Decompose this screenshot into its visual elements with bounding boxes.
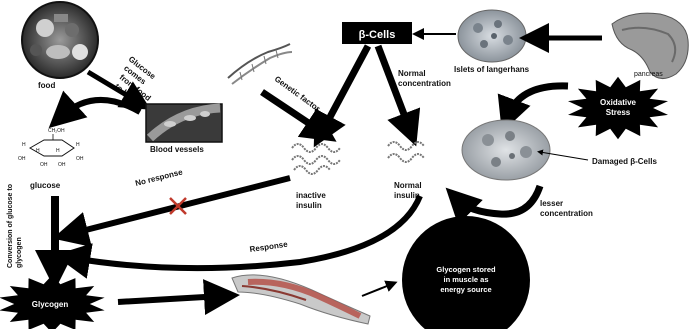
svg-text:OH: OH bbox=[58, 162, 66, 168]
damaged-cells-image bbox=[462, 120, 550, 180]
islets-image bbox=[458, 10, 526, 62]
oxidative-stress-line2: Stress bbox=[606, 108, 631, 117]
svg-text:Conversion of glucose to: Conversion of glucose to bbox=[7, 184, 14, 268]
glucose-label: glucose bbox=[30, 181, 61, 190]
arrow-islets-to-damaged bbox=[508, 86, 568, 116]
inactive-insulin-line2: insulin bbox=[296, 201, 322, 210]
pancreas-image bbox=[612, 13, 688, 78]
svg-text:H: H bbox=[56, 148, 60, 154]
glycogen-label: Glycogen bbox=[32, 300, 69, 309]
normal-concentration-line2: concentration bbox=[398, 79, 451, 88]
svg-text:H: H bbox=[22, 142, 26, 148]
oxidative-stress-line1: Oxidative bbox=[600, 98, 637, 107]
glycogen-stored-line1: Glycogen stored bbox=[436, 265, 496, 274]
svg-text:H: H bbox=[76, 142, 80, 148]
inactive-insulin-image bbox=[292, 144, 340, 174]
food-label: food bbox=[38, 81, 55, 90]
arrow-glycogen-to-muscle bbox=[118, 296, 222, 302]
arrow-genetic-to-inactive-insulin bbox=[262, 92, 322, 132]
glucose-structure: CH₂OH H OH H OH H OH H OH bbox=[18, 128, 84, 168]
lesser-concentration-line1: lesser bbox=[540, 199, 563, 208]
arrow-no-response bbox=[70, 178, 290, 234]
lesser-concentration-line2: concentration bbox=[540, 209, 593, 218]
normal-insulin-line1: Normal bbox=[394, 181, 422, 190]
response-label: Response bbox=[249, 240, 289, 254]
svg-text:CH₂OH: CH₂OH bbox=[48, 128, 65, 134]
no-response-label: No response bbox=[134, 167, 184, 188]
inactive-insulin-line1: inactive bbox=[296, 191, 326, 200]
svg-text:OH: OH bbox=[76, 156, 84, 162]
food-image bbox=[22, 2, 98, 78]
arrow-muscle-to-storage bbox=[362, 284, 392, 296]
muscle-image bbox=[232, 275, 370, 324]
arrow-response bbox=[72, 196, 420, 268]
svg-text:OH: OH bbox=[40, 162, 48, 168]
normal-concentration-line1: Normal bbox=[398, 69, 426, 78]
blood-vessels-label: Blood vessels bbox=[150, 145, 204, 154]
islets-label: Islets of langerhans bbox=[454, 65, 530, 74]
beta-cells-label: β-Cells bbox=[359, 29, 396, 41]
normal-insulin-image bbox=[388, 142, 424, 162]
svg-text:glycogen: glycogen bbox=[16, 237, 23, 268]
arrow-damaged-to-lesser bbox=[458, 186, 540, 214]
pancreas-label: pancreas bbox=[634, 71, 663, 78]
arrow-beta-to-normal-insulin bbox=[378, 46, 410, 130]
arrow-beta-to-inactive-insulin bbox=[322, 46, 368, 132]
glycogen-stored-line3: energy source bbox=[440, 285, 491, 294]
arrow-blood-to-glucose bbox=[62, 100, 140, 116]
glycogen-stored-line2: in muscle as bbox=[443, 275, 488, 284]
blood-vessel-image bbox=[146, 104, 222, 142]
damaged-beta-cells-label: Damaged β-Cells bbox=[592, 157, 657, 166]
conversion-label: Conversion of glucose to glycogen bbox=[7, 184, 23, 268]
svg-text:H: H bbox=[36, 148, 40, 154]
svg-text:OH: OH bbox=[18, 156, 26, 162]
